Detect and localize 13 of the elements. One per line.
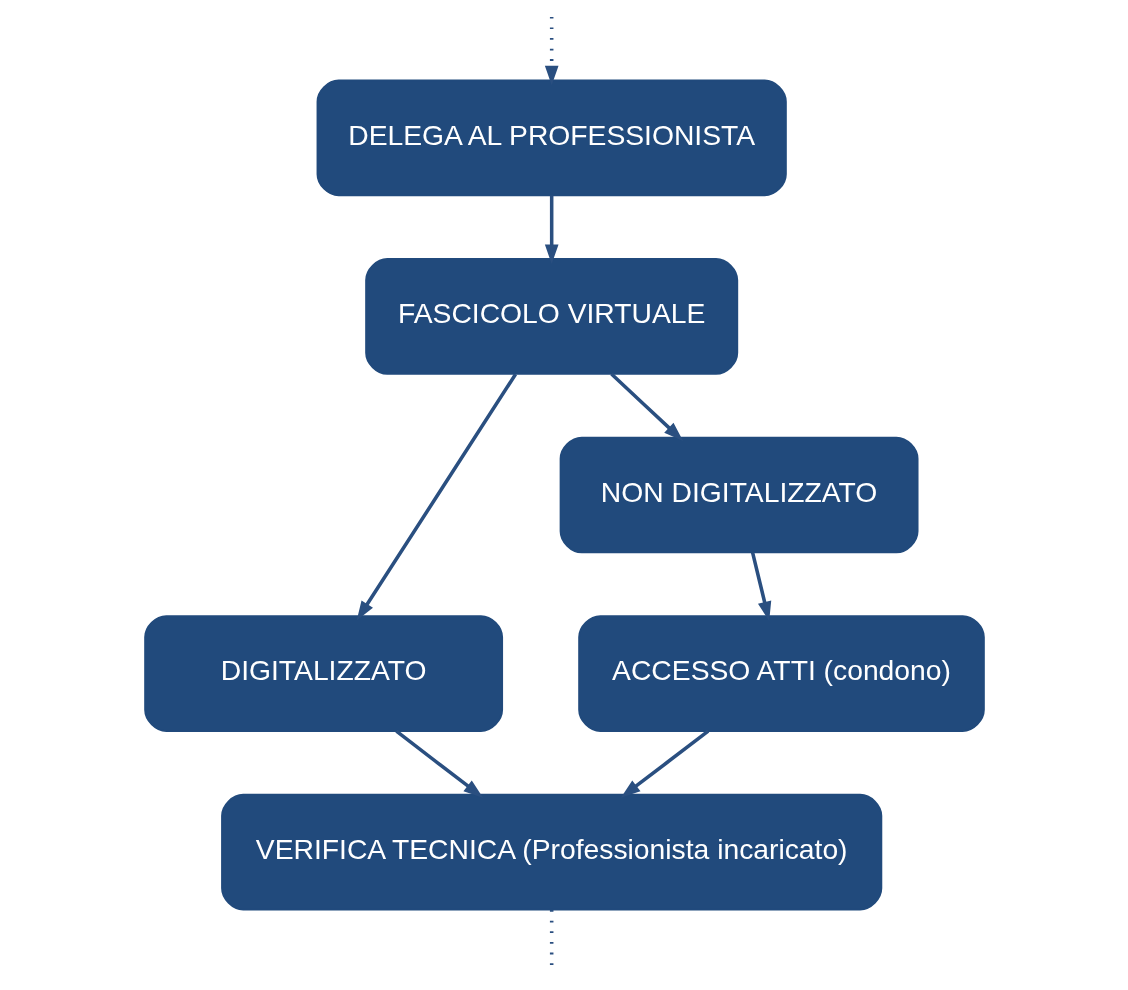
- arrow: [620, 729, 709, 798]
- arrow: [750, 552, 771, 622]
- arrow: [544, 16, 558, 86]
- node-box: NON DIGITALIZZATO: [559, 436, 918, 554]
- arrow: [544, 195, 558, 265]
- arrow: [609, 372, 683, 441]
- node-box: DIGITALIZZATO: [143, 615, 503, 732]
- node-box: FASCICOLO VIRTUALE: [364, 258, 738, 375]
- arrow: [394, 729, 483, 798]
- node-box: VERIFICA TECNICA (Professionista incaricato): [220, 793, 882, 911]
- arrow: [356, 373, 517, 621]
- node-box: ACCESSO ATTI (condono): [577, 615, 985, 732]
- node-box: DELEGA AL PROFESSIONISTA: [316, 79, 787, 197]
